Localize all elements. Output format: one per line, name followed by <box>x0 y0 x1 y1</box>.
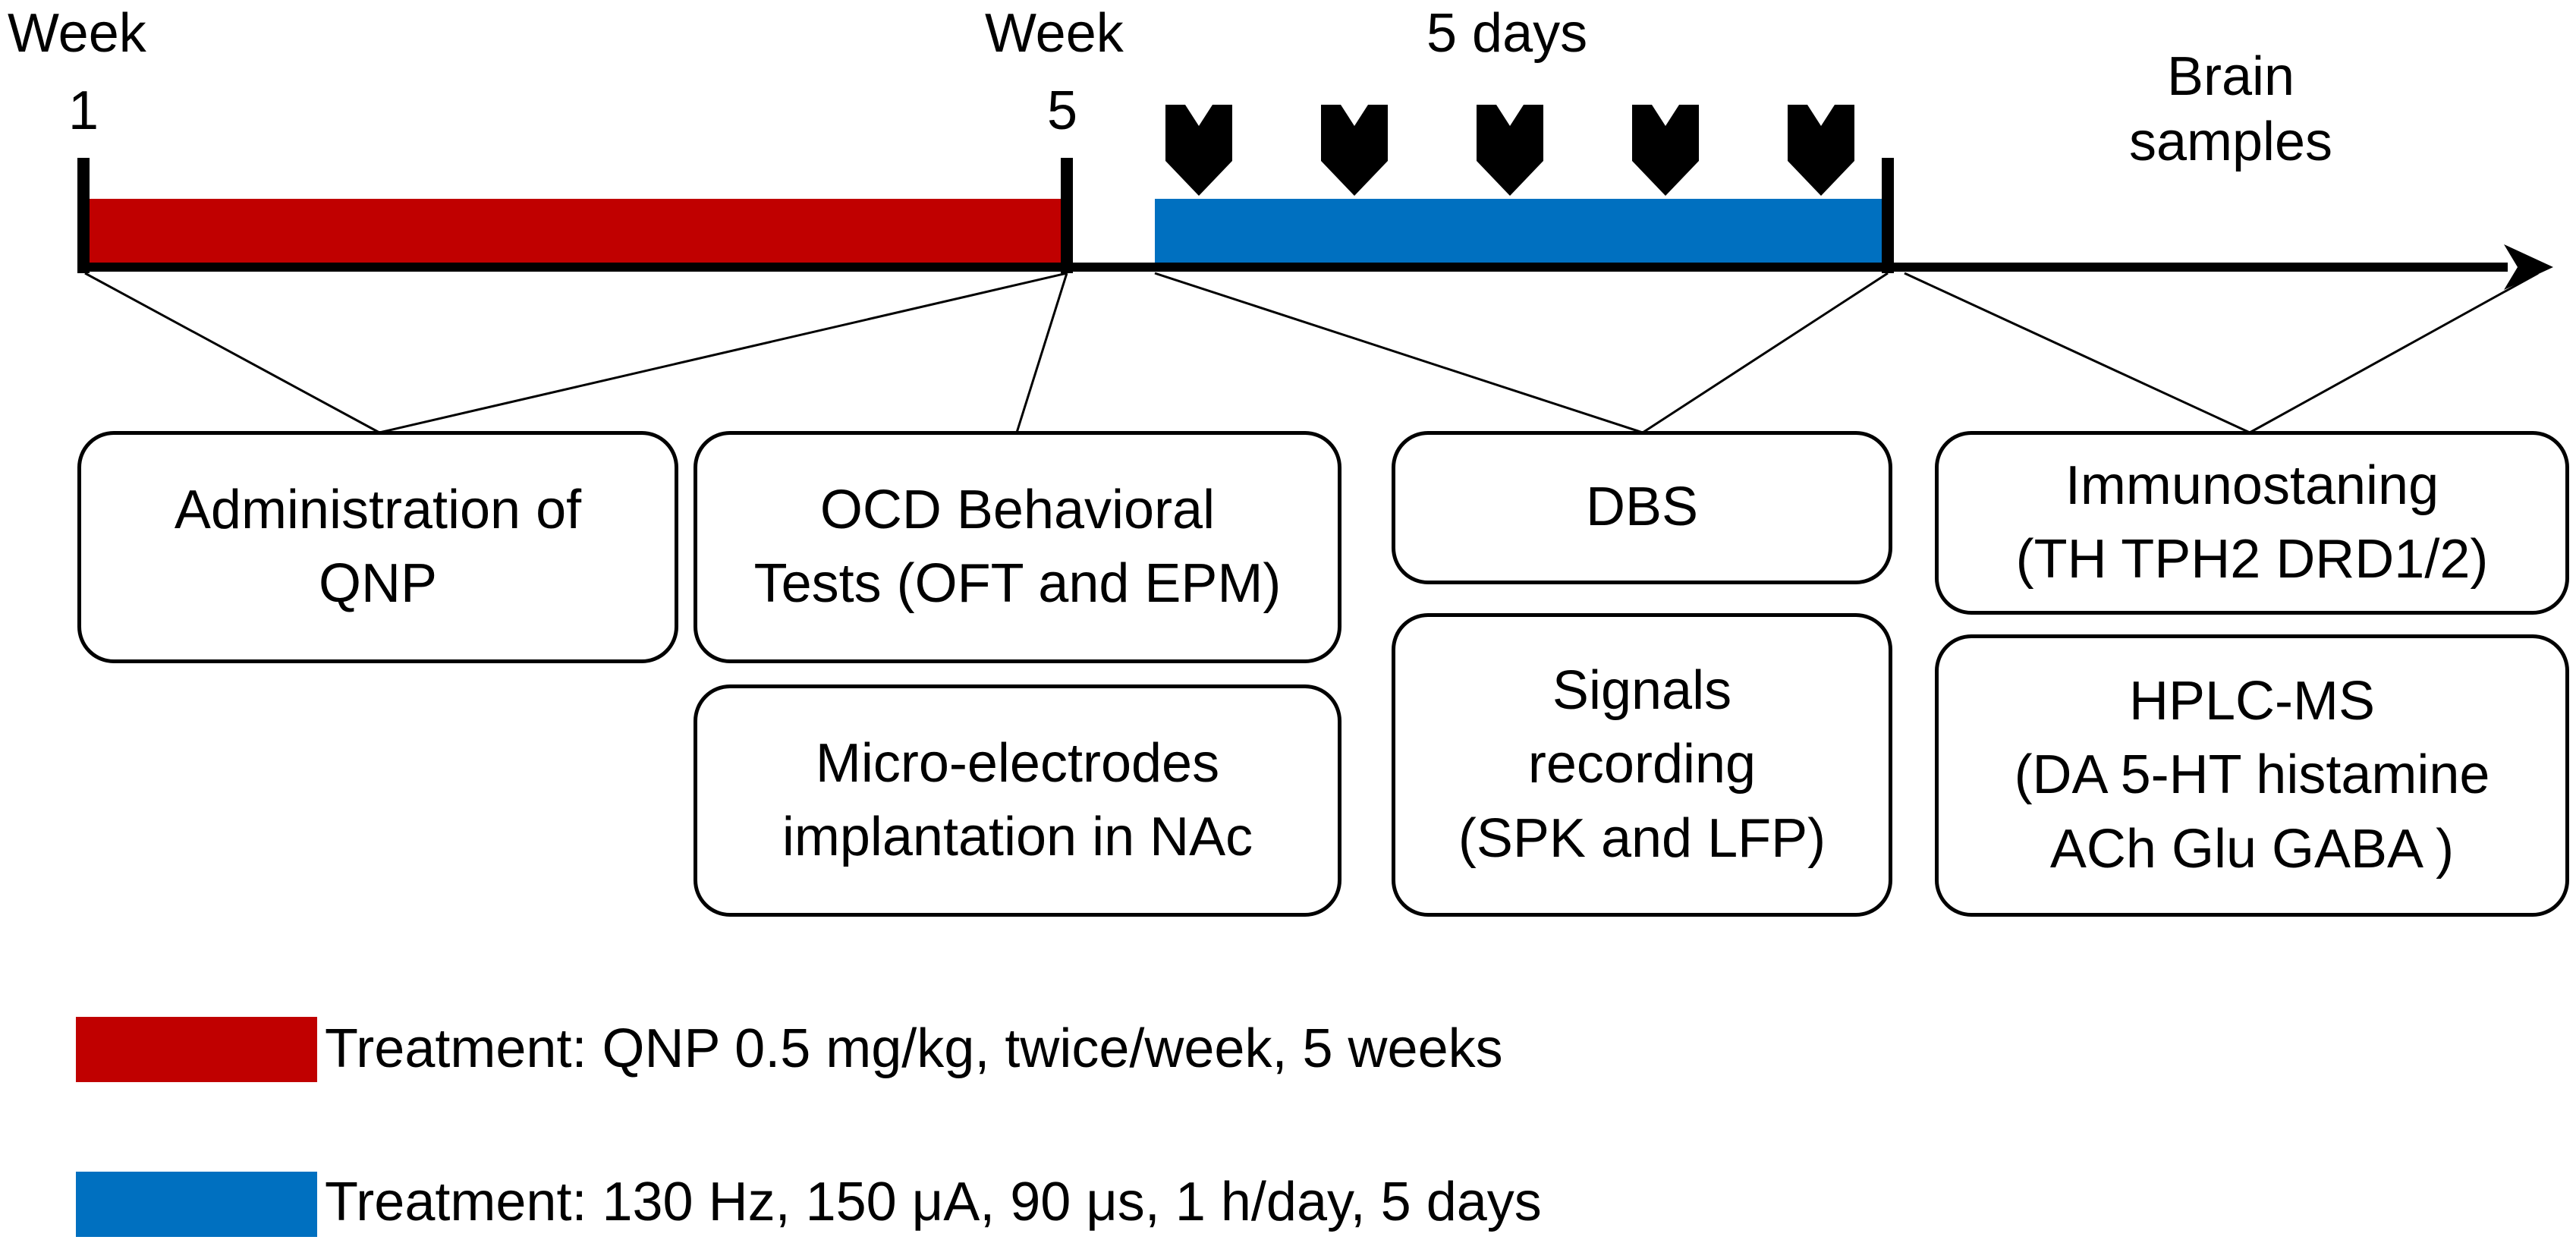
tick-week-1 <box>77 158 90 273</box>
legend-swatch-dbs <box>76 1172 317 1237</box>
behavioral-tests-box: OCD Behavioral Tests (OFT and EPM) <box>694 431 1341 663</box>
week-5-label: Week 5 <box>985 3 1124 141</box>
legend-swatch-qnp <box>76 1017 317 1082</box>
tick-dbs-end <box>1882 158 1894 273</box>
connector-lines <box>84 272 2539 434</box>
hplc-ms-box: HPLC-MS (DA 5-HT histamine ACh Glu GABA … <box>1935 634 2569 917</box>
administration-box: Administration of QNP <box>77 431 678 663</box>
electrode-implantation-box: Micro-electrodes implantation in NAc <box>694 684 1341 917</box>
qnp-treatment-bar <box>90 199 1062 264</box>
dbs-session-marker <box>1788 105 1854 196</box>
timeline-arrowhead <box>2504 244 2553 290</box>
legend-text-dbs: Treatment: 130 Hz, 150 μA, 90 μs, 1 h/da… <box>325 1172 1542 1232</box>
tick-week-5 <box>1061 158 1073 273</box>
brain-samples-label: Brain samples <box>2128 46 2333 173</box>
dbs-session-marker <box>1477 105 1543 196</box>
dbs-period-label: 5 days <box>1426 3 1588 64</box>
legend-text-qnp: Treatment: QNP 0.5 mg/kg, twice/week, 5 … <box>325 1018 1503 1079</box>
dbs-session-markers <box>1165 105 1854 196</box>
immunostaining-box: Immunostaning (TH TPH2 DRD1/2) <box>1935 431 2569 615</box>
dbs-session-marker <box>1321 105 1388 196</box>
dbs-session-marker <box>1165 105 1232 196</box>
signals-recording-box: Signals recording (SPK and LFP) <box>1392 613 1892 917</box>
dbs-treatment-bar <box>1155 199 1882 264</box>
dbs-box: DBS <box>1392 431 1892 584</box>
dbs-session-marker <box>1632 105 1699 196</box>
week-1-label: Week 1 <box>8 3 146 141</box>
